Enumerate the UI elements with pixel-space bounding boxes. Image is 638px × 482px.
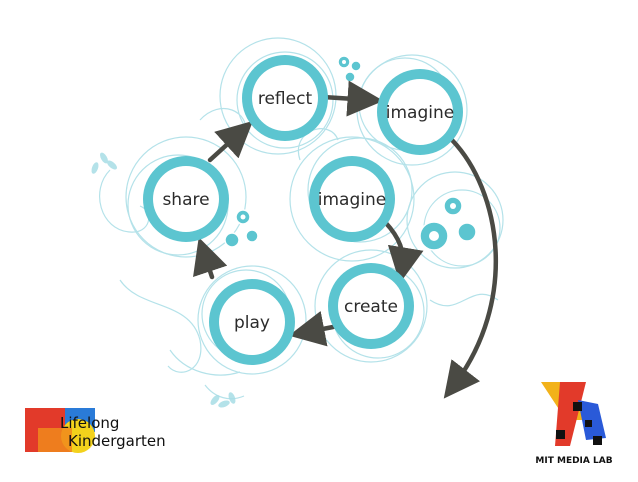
node-imagine-top: imagine [377,69,463,155]
logo-kindergarten-text: Kindergarten [68,432,166,450]
lifelong-kindergarten-logo: Lifelong Kindergarten [25,408,166,453]
logo-lifelong-text: Lifelong [60,414,119,432]
leaf-decorations [91,152,236,408]
node-share: share [143,156,229,242]
node-create: create [328,263,414,349]
arrow-create-to-play [288,311,336,347]
arrow-imagine-to-outside [443,137,499,399]
node-play: play [209,279,295,365]
node-reflect-label: reflect [258,89,313,109]
node-play-label: play [234,313,270,333]
node-reflect: reflect [242,55,328,141]
node-imagine-center: imagine [309,156,395,242]
arrow-play-to-share [193,237,228,280]
mit-media-lab-text: MIT MEDIA LAB [535,456,612,466]
node-imagine-center-label: imagine [318,190,386,210]
flower-decorations [224,55,477,251]
arrow-imagine-to-create [382,219,424,284]
arrow-share-to-reflect [207,120,253,163]
mit-media-lab-logo: MIT MEDIA LAB [535,382,613,466]
node-imagine-top-label: imagine [386,103,454,123]
node-create-label: create [344,297,398,317]
cycle-arrows [193,80,499,399]
arrow-reflect-to-imagine [320,80,384,117]
node-share-label: share [162,190,209,210]
